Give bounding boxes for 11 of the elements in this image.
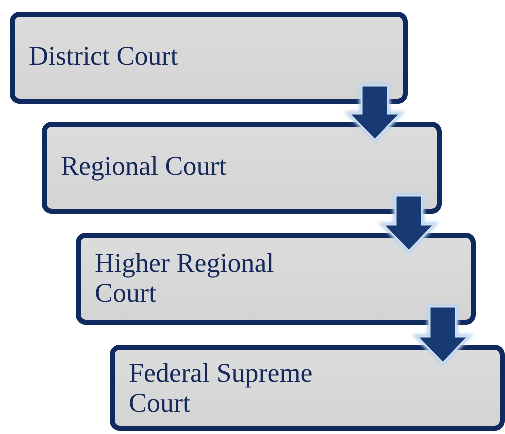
court-box [10,12,408,104]
court-label: Regional Court [61,151,228,181]
court-box [42,122,442,214]
court-box [110,345,505,431]
down-arrow [378,194,440,255]
court-label: Higher Regional Court [95,248,276,308]
court-label: Federal Supreme Court [129,358,314,418]
court-label: District Court [29,41,180,71]
down-arrow [344,84,406,144]
court-box [76,233,476,325]
down-arrow [412,304,474,367]
